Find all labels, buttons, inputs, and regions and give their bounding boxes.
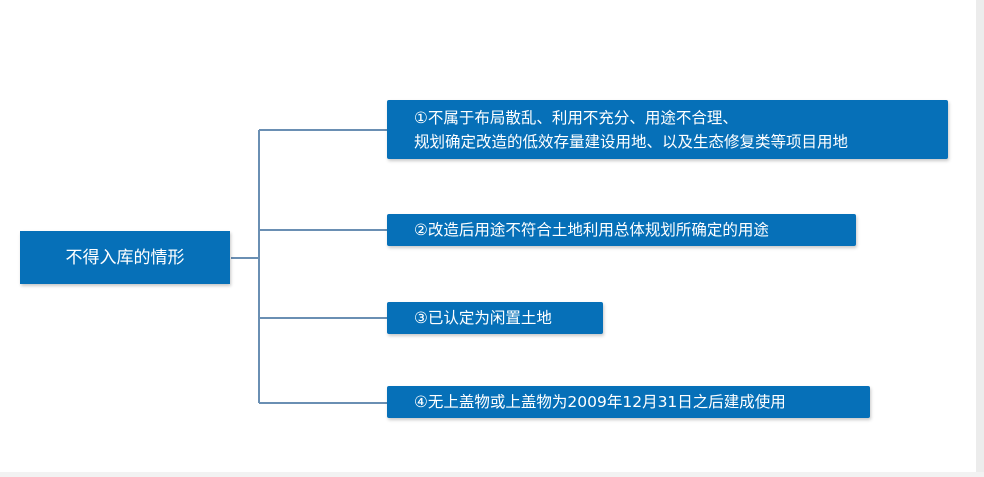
- branch-node-2-label: ②改造后用途不符合土地利用总体规划所确定的用途: [414, 221, 769, 239]
- branch-node-1-line-2: 规划确定改造的低效存量建设用地、以及生态修复类等项目用地: [414, 132, 849, 151]
- branch-node-1: ①不属于布局散乱、利用不充分、用途不合理、 规划确定改造的低效存量建设用地、以及…: [387, 100, 948, 159]
- branch-node-4: ④无上盖物或上盖物为2009年12月31日之后建成使用: [387, 386, 870, 418]
- branch-node-3: ③已认定为闲置土地: [387, 302, 603, 334]
- branch-node-1-line-1: ①不属于布局散乱、利用不充分、用途不合理、: [414, 108, 738, 127]
- root-node-label: 不得入库的情形: [65, 247, 185, 268]
- bottom-edge-strip: [0, 472, 984, 477]
- branch-node-4-label: ④无上盖物或上盖物为2009年12月31日之后建成使用: [414, 393, 786, 411]
- root-node: 不得入库的情形: [20, 231, 230, 284]
- branch-node-3-label: ③已认定为闲置土地: [414, 309, 552, 327]
- branch-node-2: ②改造后用途不符合土地利用总体规划所确定的用途: [387, 214, 856, 246]
- right-edge-strip: [976, 0, 984, 477]
